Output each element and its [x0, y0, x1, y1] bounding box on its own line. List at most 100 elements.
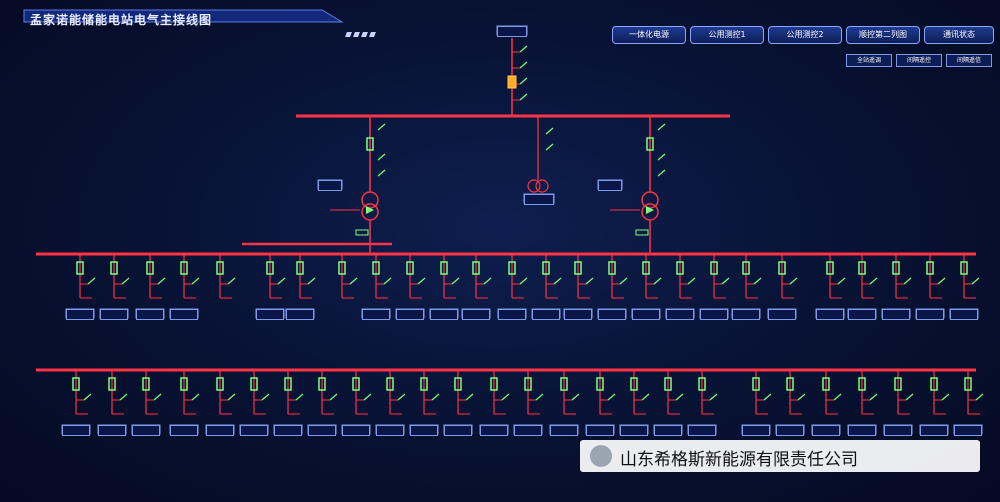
row1-bay-9-label[interactable]	[396, 309, 424, 320]
row2-bay-18-label[interactable]	[688, 425, 716, 436]
row2-bay-21-earth-switch	[833, 393, 842, 401]
row1-bay-8-earth-switch	[383, 277, 392, 285]
row1-bay-0-label[interactable]	[66, 309, 94, 320]
row2-bay-18-earth-switch	[709, 393, 718, 401]
row1-bay-2-breaker	[146, 261, 154, 275]
row1-bay-16-breaker	[642, 261, 650, 275]
nav-button-2[interactable]: 公用测控1	[690, 26, 764, 44]
row2-bay-10-earth-switch	[431, 393, 440, 401]
row2-bay-9-label[interactable]	[376, 425, 404, 436]
row2-bay-17-label[interactable]	[654, 425, 682, 436]
row1-bay-22-label[interactable]	[848, 309, 876, 320]
row2-bay-20-breaker	[786, 377, 794, 391]
nav-button-5[interactable]: 通讯状态	[924, 26, 994, 44]
row1-bay-22-earth-switch	[869, 277, 878, 285]
row2-bay-12-breaker	[490, 377, 498, 391]
row2-bay-14-breaker	[560, 377, 568, 391]
row1-bay-13-label[interactable]	[532, 309, 560, 320]
row2-bay-7-earth-switch	[329, 393, 338, 401]
row1-bay-24-label[interactable]	[916, 309, 944, 320]
row2-bay-10-label[interactable]	[410, 425, 438, 436]
row1-bay-3-label[interactable]	[170, 309, 198, 320]
row1-bay-23-label[interactable]	[882, 309, 910, 320]
row1-bay-14-label[interactable]	[564, 309, 592, 320]
row1-bay-20-label[interactable]	[768, 309, 796, 320]
row2-bay-3-label[interactable]	[170, 425, 198, 436]
row2-bay-23-label[interactable]	[884, 425, 912, 436]
transformer2-hv-breaker	[646, 137, 654, 151]
row2-bay-16-label[interactable]	[620, 425, 648, 436]
row2-bay-24-earth-switch	[941, 393, 950, 401]
row2-bay-1-breaker	[108, 377, 116, 391]
row2-bay-7-label[interactable]	[308, 425, 336, 436]
row1-bay-18-label[interactable]	[700, 309, 728, 320]
row2-bay-0-breaker	[72, 377, 80, 391]
transformer2-label[interactable]	[598, 180, 622, 191]
row2-bay-12-label[interactable]	[480, 425, 508, 436]
row2-bay-2-label[interactable]	[132, 425, 160, 436]
row1-bay-24-earth-switch	[937, 277, 946, 285]
row1-bay-14-breaker	[574, 261, 582, 275]
sub-button-3[interactable]: 间隔遥信	[946, 54, 992, 67]
row1-bay-8-label[interactable]	[362, 309, 390, 320]
row1-bay-5-earth-switch	[277, 277, 286, 285]
row2-bay-17-earth-switch	[675, 393, 684, 401]
row1-bay-19-earth-switch	[753, 277, 762, 285]
row2-bay-6-label[interactable]	[274, 425, 302, 436]
row1-bay-11-label[interactable]	[462, 309, 490, 320]
row2-bay-14-label[interactable]	[550, 425, 578, 436]
title-frame	[23, 9, 344, 23]
row2-bay-11-label[interactable]	[444, 425, 472, 436]
row2-bay-4-label[interactable]	[206, 425, 234, 436]
transformer1-hv-switch-c	[377, 169, 386, 177]
watermark: 山东希格斯新能源有限责任公司	[580, 440, 980, 472]
nav-button-3[interactable]: 公用测控2	[768, 26, 842, 44]
row2-bay-24-label[interactable]	[920, 425, 948, 436]
row2-bay-22-label[interactable]	[848, 425, 876, 436]
nav-button-4[interactable]: 顺控第二列图	[846, 26, 920, 44]
row1-bay-15-label[interactable]	[598, 309, 626, 320]
row2-bay-13-label[interactable]	[514, 425, 542, 436]
row2-bay-23-breaker	[894, 377, 902, 391]
nav-button-1[interactable]: 一体化电源	[612, 26, 686, 44]
row2-bay-5-label[interactable]	[240, 425, 268, 436]
row1-bay-1-label[interactable]	[100, 309, 128, 320]
row2-bay-21-label[interactable]	[812, 425, 840, 436]
transformer2-hv-switch-c	[657, 169, 666, 177]
row1-bay-21-label[interactable]	[816, 309, 844, 320]
row1-bay-5-breaker	[266, 261, 274, 275]
row1-bay-12-label[interactable]	[498, 309, 526, 320]
row2-bay-20-label[interactable]	[776, 425, 804, 436]
row2-bay-19-label[interactable]	[742, 425, 770, 436]
row1-bay-21-breaker	[826, 261, 834, 275]
row2-bay-15-label[interactable]	[586, 425, 614, 436]
row1-bay-2-label[interactable]	[136, 309, 164, 320]
row2-bay-8-breaker	[352, 377, 360, 391]
sub-button-1[interactable]: 全站遥调	[846, 54, 892, 67]
incoming-line-label[interactable]	[497, 26, 527, 37]
row2-bay-9-earth-switch	[397, 393, 406, 401]
row1-bay-6-label[interactable]	[286, 309, 314, 320]
row2-bay-1-label[interactable]	[98, 425, 126, 436]
row1-bay-10-label[interactable]	[430, 309, 458, 320]
row1-bay-16-label[interactable]	[632, 309, 660, 320]
row1-bay-25-label[interactable]	[950, 309, 978, 320]
row2-bay-7-breaker	[318, 377, 326, 391]
title-bar: 孟家诺能储能电站电气主接线图	[22, 8, 344, 30]
row1-bay-18-breaker	[710, 261, 718, 275]
sub-button-2[interactable]: 间隔遥控	[896, 54, 942, 67]
row2-bay-19-earth-switch	[763, 393, 772, 401]
row2-bay-8-label[interactable]	[342, 425, 370, 436]
row1-bay-5-label[interactable]	[256, 309, 284, 320]
row2-bay-13-earth-switch	[535, 393, 544, 401]
row1-bay-19-label[interactable]	[732, 309, 760, 320]
row1-bay-1-breaker	[110, 261, 118, 275]
transformer1-label[interactable]	[318, 180, 342, 191]
row1-bay-17-label[interactable]	[666, 309, 694, 320]
row2-bay-1-earth-switch	[119, 393, 128, 401]
page-title: 孟家诺能储能电站电气主接线图	[30, 13, 213, 27]
row1-bay-13-breaker	[542, 261, 550, 275]
row1-bay-4-earth-switch	[227, 277, 236, 285]
row2-bay-0-label[interactable]	[62, 425, 90, 436]
row2-bay-25-label[interactable]	[954, 425, 982, 436]
